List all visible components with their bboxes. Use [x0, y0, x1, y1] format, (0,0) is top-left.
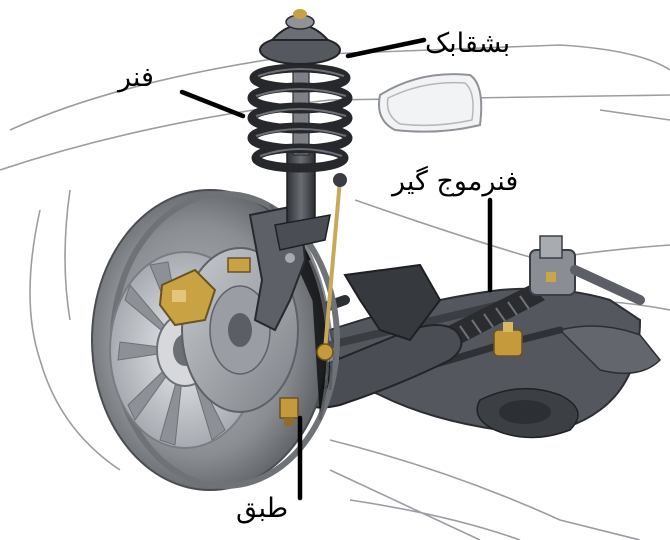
leader-coil-spring — [179, 89, 246, 119]
label-control-arm: طبق — [236, 493, 289, 524]
leader-strut-mount — [345, 37, 427, 59]
brake-caliper — [158, 257, 251, 327]
label-strut-mount: بشقابک — [425, 28, 511, 59]
mirror — [378, 73, 483, 133]
leader-lines — [179, 37, 493, 501]
label-coil-spring: فنر — [118, 62, 154, 93]
label-stabilizer: فنرموج گیر — [392, 166, 519, 197]
ball-joint — [279, 397, 299, 426]
top-mount — [259, 9, 341, 65]
coil-spring-highlight — [255, 68, 347, 157]
stabilizer-link — [316, 173, 347, 361]
